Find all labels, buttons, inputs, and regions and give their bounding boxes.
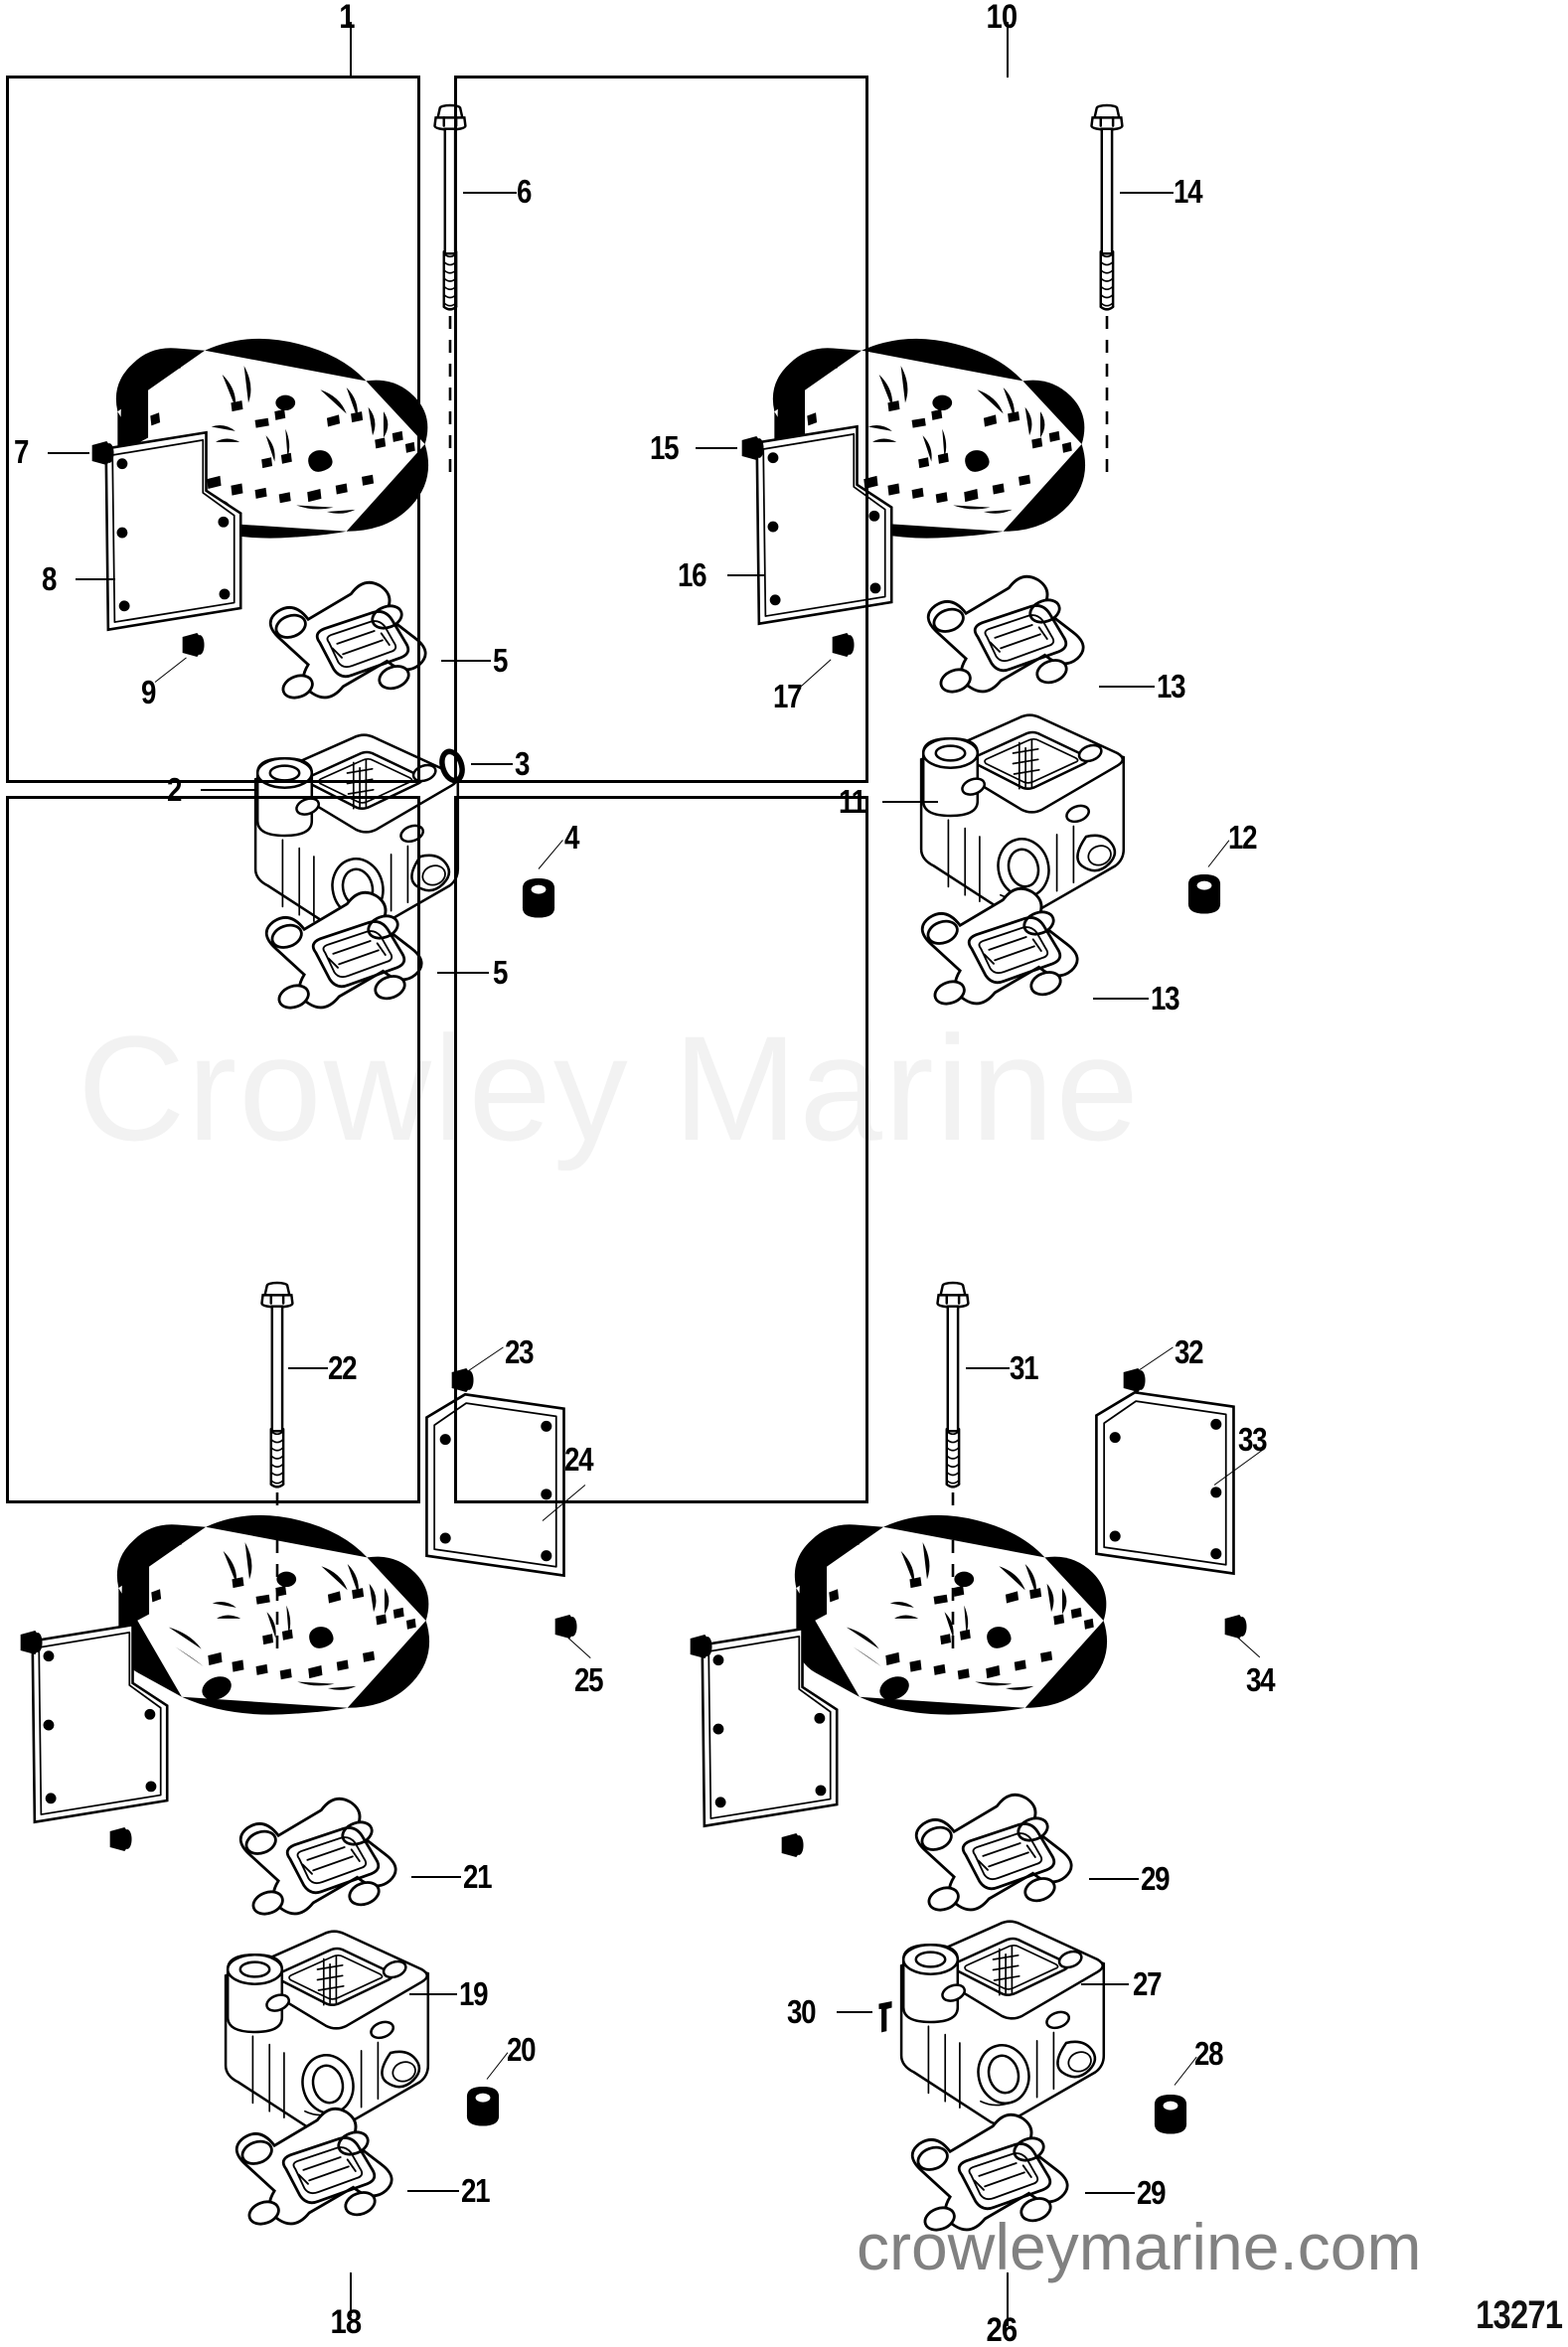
gasket-29-upper-art: [914, 1793, 1073, 1916]
callout-3-leader: [471, 763, 513, 765]
callout-4: 4: [564, 819, 579, 856]
screw-left-upper-4-art: [690, 1635, 712, 1658]
screw-left-lower-4-art: [781, 1833, 804, 1857]
callout-27-leader: [1081, 1983, 1129, 1985]
panel-1-frame: [6, 76, 420, 783]
callout-5-lower: 5: [493, 954, 508, 991]
panel-1-leader: [350, 22, 352, 78]
panel-2-leader: [1007, 22, 1009, 78]
grommet-28-art: [1154, 2095, 1187, 2134]
callout-21-upper-leader: [411, 1876, 461, 1878]
panel-4-leader: [1007, 2272, 1009, 2326]
callout-29-upper-leader: [1089, 1878, 1139, 1880]
callout-6-leader: [463, 192, 517, 194]
screw-30-art: [878, 2001, 892, 2033]
panel-1-number: 1: [339, 0, 355, 36]
callout-17: 17: [773, 678, 803, 714]
callout-22-leader: [288, 1367, 328, 1369]
callout-7: 7: [14, 433, 29, 470]
callout-28: 28: [1194, 2035, 1224, 2072]
cover-plate-left-3-art: [31, 1623, 169, 1823]
panel-3-frame: [6, 796, 420, 1503]
cover-plate-left-4-art: [701, 1627, 839, 1827]
callout-9: 9: [141, 674, 156, 710]
callout-30: 30: [787, 1993, 817, 2030]
callout-14: 14: [1174, 173, 1203, 210]
callout-24: 24: [564, 1441, 594, 1478]
callout-11: 11: [839, 783, 866, 820]
callout-25-leader: [567, 1638, 591, 1658]
callout-16-leader: [727, 574, 765, 576]
callout-29-lower-leader: [1085, 2192, 1135, 2194]
callout-20-leader: [486, 2052, 509, 2080]
callout-25: 25: [574, 1661, 604, 1698]
callout-23: 23: [505, 1333, 535, 1370]
callout-19-leader: [409, 1993, 457, 1995]
gasket-29-lower-art: [910, 2112, 1069, 2236]
callout-33: 33: [1238, 1421, 1268, 1458]
callout-11-leader: [882, 801, 938, 803]
callout-2-leader: [201, 789, 254, 791]
callout-32: 32: [1175, 1333, 1204, 1370]
panel-2-frame: [454, 76, 868, 783]
callout-3: 3: [515, 745, 530, 782]
callout-31: 31: [1010, 1349, 1039, 1386]
callout-13-lower: 13: [1151, 980, 1180, 1017]
callout-32-leader: [1136, 1346, 1174, 1372]
callout-34: 34: [1246, 1661, 1276, 1698]
callout-29-lower: 29: [1137, 2174, 1167, 2211]
callout-21-lower: 21: [461, 2172, 491, 2209]
screw-34-art: [1224, 1615, 1247, 1639]
screw-left-lower-3-art: [109, 1827, 132, 1851]
bolt-31-art: [936, 1281, 970, 1488]
callout-8: 8: [42, 560, 57, 597]
callout-8-leader: [76, 578, 115, 580]
callout-30-leader: [837, 2011, 872, 2013]
panel-3-number: 18: [330, 2303, 363, 2341]
gasket-13-upper-art: [926, 574, 1085, 698]
callout-7-leader: [48, 452, 89, 454]
callout-14-leader: [1120, 192, 1174, 194]
gasket-21-lower-art: [235, 2107, 393, 2230]
diagram-id-number: 13271: [1475, 2293, 1563, 2337]
callout-34-leader: [1235, 1636, 1261, 1658]
callout-15-leader: [696, 447, 737, 449]
callout-31-leader: [966, 1367, 1010, 1369]
panel-4-number: 26: [986, 2311, 1019, 2347]
panel-3-leader: [350, 2272, 352, 2316]
exhaust-elbow-19-art: [224, 1930, 430, 2136]
callout-5-lower-leader: [437, 972, 489, 974]
callout-22: 22: [328, 1349, 358, 1386]
callout-12-leader: [1207, 840, 1230, 867]
callout-13-upper: 13: [1157, 668, 1186, 704]
callout-13-upper-leader: [1099, 686, 1155, 688]
callout-2: 2: [167, 771, 182, 808]
screw-32-art: [1123, 1368, 1146, 1392]
callout-19: 19: [459, 1975, 489, 2012]
screw-left-upper-3-art: [20, 1631, 43, 1654]
callout-16: 16: [678, 556, 707, 593]
callout-27: 27: [1133, 1965, 1163, 2002]
gasket-21-upper-art: [238, 1797, 397, 1920]
screw-25-art: [554, 1615, 577, 1639]
gasket-13-lower-art: [920, 886, 1079, 1010]
grommet-12-art: [1187, 874, 1221, 914]
callout-29-upper: 29: [1141, 1860, 1171, 1897]
callout-20: 20: [507, 2031, 537, 2068]
callout-5-upper: 5: [493, 642, 508, 679]
callout-15: 15: [650, 429, 680, 466]
bolt-6-centerline: [448, 316, 452, 483]
grommet-20-art: [466, 2087, 500, 2126]
callout-5-upper-leader: [441, 660, 491, 662]
exhaust-elbow-27-art: [899, 1920, 1106, 2126]
bolt-14-centerline: [1105, 316, 1109, 483]
callout-6: 6: [517, 173, 532, 210]
panel-4-frame: [454, 796, 868, 1503]
callout-13-lower-leader: [1093, 998, 1149, 1000]
bolt-14-art: [1090, 103, 1124, 311]
callout-21-upper: 21: [463, 1858, 493, 1895]
callout-21-lower-leader: [407, 2190, 459, 2192]
callout-12: 12: [1228, 819, 1258, 856]
panel-2-number: 10: [986, 0, 1019, 36]
